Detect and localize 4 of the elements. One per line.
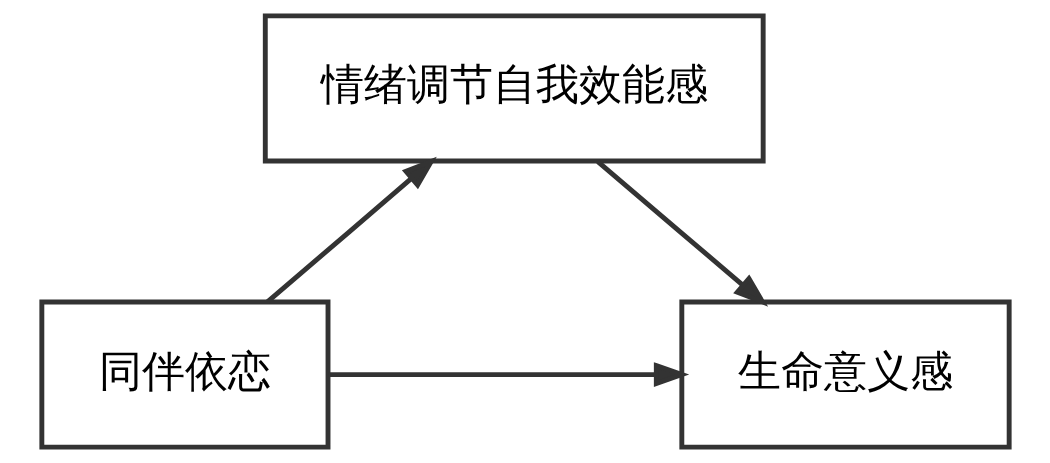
node-box: 情绪调节自我效能感 bbox=[262, 13, 766, 164]
node-box: 生命意义感 bbox=[678, 299, 1012, 450]
node-box: 同伴依恋 bbox=[38, 299, 330, 450]
arrow bbox=[327, 362, 689, 387]
